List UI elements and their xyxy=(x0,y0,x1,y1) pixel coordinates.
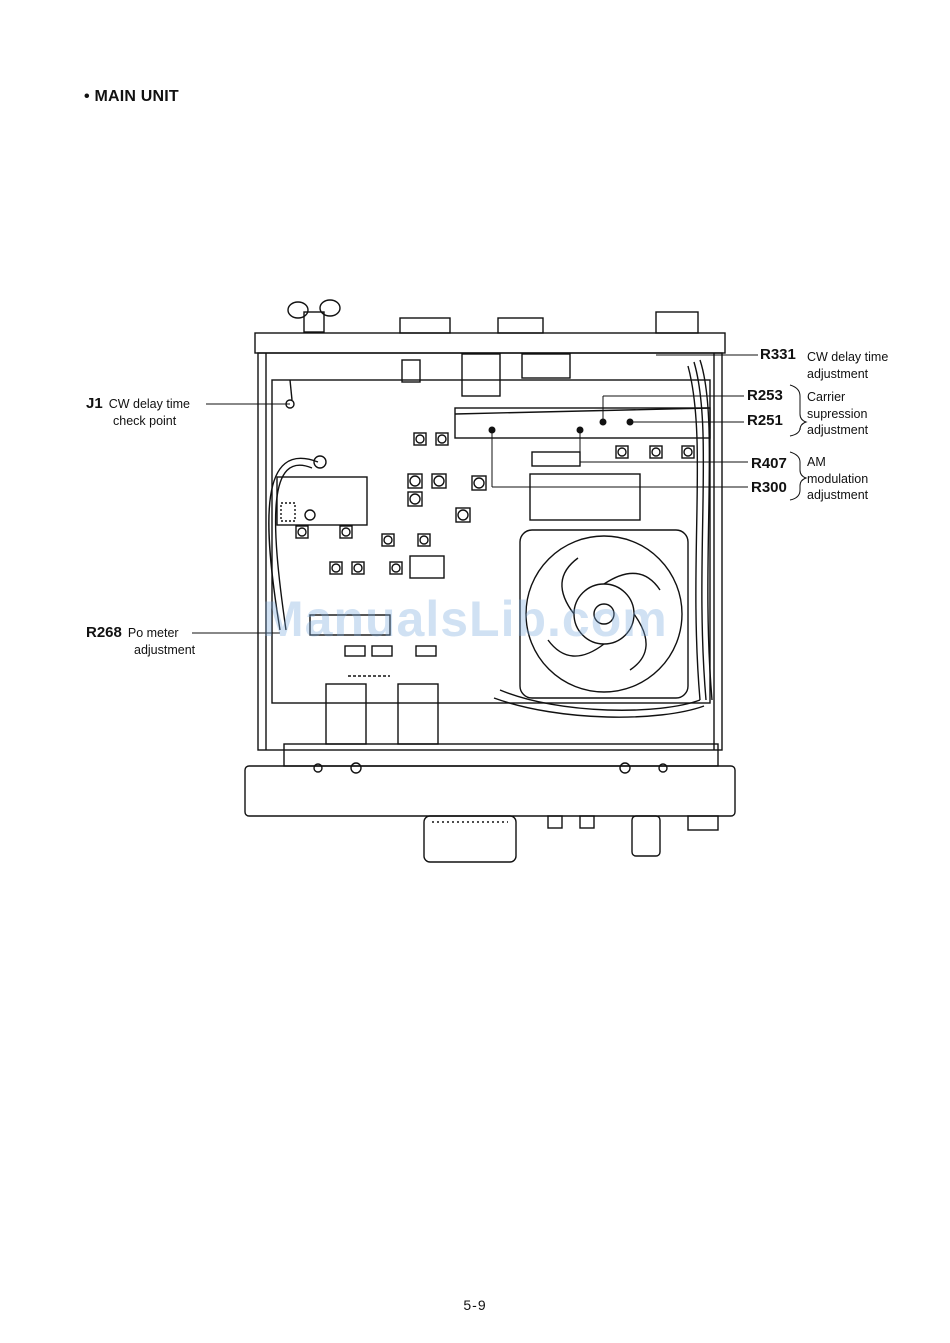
ref-j1: J1 xyxy=(86,395,103,412)
shield-box xyxy=(277,477,367,525)
carrier-bracket xyxy=(790,385,806,436)
watermark: ManualsLib.com xyxy=(262,590,668,648)
callout-am-line2: modulation xyxy=(807,472,868,486)
knob-icon xyxy=(688,816,718,830)
callout-r331-line1: CW delay time xyxy=(807,350,888,364)
ribbon-cable xyxy=(398,684,438,744)
rear-connector xyxy=(400,318,450,333)
trimmer-array xyxy=(296,433,694,574)
knob-icon xyxy=(632,816,660,856)
callout-r268-line2: adjustment xyxy=(86,643,195,657)
callout-carrier-line1: Carrier xyxy=(807,390,845,404)
ribbon-cable xyxy=(326,684,366,744)
rear-panel xyxy=(255,333,725,353)
ref-r253: R253 xyxy=(747,387,783,404)
main-tuning-knob-icon xyxy=(424,816,516,862)
callout-am-desc: AM modulation adjustment xyxy=(807,454,868,504)
callout-r331-desc: CW delay time adjustment xyxy=(807,349,888,382)
callout-am-line3: adjustment xyxy=(807,488,868,502)
am-bracket xyxy=(790,452,806,500)
callout-carrier-desc: Carrier supression adjustment xyxy=(807,389,868,439)
front-panel xyxy=(245,766,735,816)
callout-j1-line1: CW delay time xyxy=(109,397,190,411)
ref-r407: R407 xyxy=(751,455,787,472)
callout-carrier-line3: adjustment xyxy=(807,423,868,437)
ref-r251: R251 xyxy=(747,412,783,429)
callout-r268: R268 Po meter adjustment xyxy=(86,625,195,658)
callout-r268-line1: Po meter xyxy=(128,626,179,640)
rear-connector xyxy=(656,312,698,333)
callout-j1: J1 CW delay time check point xyxy=(86,396,190,429)
callout-carrier-line2: supression xyxy=(807,407,867,421)
callout-am-line1: AM xyxy=(807,455,826,469)
page-number: 5-9 xyxy=(0,1297,950,1313)
callout-j1-line2: check point xyxy=(86,414,176,428)
heatsink-block xyxy=(530,474,640,520)
rear-connector xyxy=(498,318,543,333)
wing-nut-icon xyxy=(288,300,340,332)
ref-r331: R331 xyxy=(760,346,796,363)
ref-r268: R268 xyxy=(86,624,122,641)
callout-r331-line2: adjustment xyxy=(807,367,868,381)
ref-r300: R300 xyxy=(751,479,787,496)
